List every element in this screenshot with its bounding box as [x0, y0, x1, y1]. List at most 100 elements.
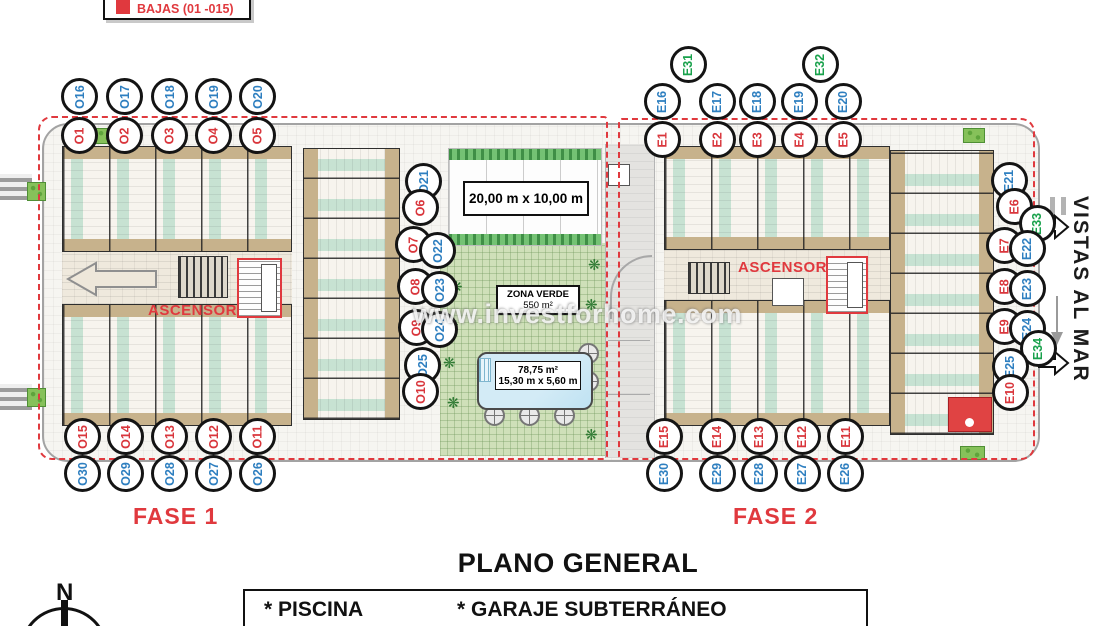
- unit-badge-o15: O15: [64, 418, 101, 455]
- unit-badge-o20: O20: [239, 78, 276, 115]
- pool-label-box: 78,75 m² 15,30 m x 5,60 m: [495, 361, 581, 390]
- bajas-color-swatch: [116, 0, 130, 14]
- unit-badge-o17: O17: [106, 78, 143, 115]
- unit-badge-o10: O10: [402, 373, 439, 410]
- unit-badge-o2: O2: [106, 117, 143, 154]
- pool-steps: [479, 358, 491, 382]
- plan-title: PLANO GENERAL: [457, 548, 699, 578]
- unit-badge-e22: E22: [1009, 230, 1046, 267]
- unit-badge-e2: E2: [699, 121, 736, 158]
- unit-badge-e3: E3: [739, 121, 776, 158]
- unit-badge-o23: O23: [421, 271, 458, 308]
- unit-badge-e20: E20: [825, 83, 862, 120]
- elevator-shaft: [847, 262, 863, 308]
- unit-badge-o12: O12: [195, 418, 232, 455]
- terrace-table-icon: [554, 405, 575, 426]
- terrace-table-icon: [519, 405, 540, 426]
- fase1-east-wing: [303, 148, 400, 420]
- down-arrow-icon: [1051, 296, 1063, 345]
- unit-badge-e19: E19: [781, 83, 818, 120]
- palm-tree-icon: ❋: [447, 395, 460, 412]
- bajas-legend-label: BAJAS (01 -015): [137, 2, 234, 16]
- fase1-north-building: [62, 146, 292, 252]
- unit-badge-o27: O27: [195, 455, 232, 492]
- compass-north-label: N: [56, 579, 74, 606]
- unit-badge-o1: O1: [61, 117, 98, 154]
- road-marking: [608, 394, 650, 395]
- unit-badge-o3: O3: [151, 117, 188, 154]
- palm-tree-icon: ❋: [443, 355, 456, 372]
- zona-verde-area-label: 550 m²: [523, 300, 553, 311]
- unit-badge-e30: E30: [646, 455, 683, 492]
- unit-badge-e17: E17: [699, 83, 736, 120]
- crosswalk-stripes: [0, 384, 32, 410]
- unit-badge-o26: O26: [239, 455, 276, 492]
- garage-ramp-arrow: [66, 261, 157, 297]
- unit-badge-o24: O24: [421, 311, 458, 348]
- unit-badge-e1: E1: [644, 121, 681, 158]
- unit-badge-e27: E27: [784, 455, 821, 492]
- technical-room-box: [948, 397, 992, 432]
- fase2-label: FASE 2: [733, 503, 819, 529]
- legend-bajas-box: BAJAS (01 -015): [103, 0, 251, 20]
- garage-stairs: [688, 262, 730, 294]
- legend-item-garaje: * GARAJE SUBTERRÁNEO: [457, 598, 727, 621]
- fase2-south-building: [664, 300, 890, 426]
- zona-verde-label-box: ZONA VERDE 550 m²: [496, 285, 580, 315]
- planter: [27, 182, 46, 201]
- unit-badge-e6: E6: [996, 188, 1033, 225]
- legend-item-piscina: * PISCINA: [264, 598, 364, 621]
- stair-core: [772, 278, 804, 306]
- crosswalk-stripes: [0, 174, 32, 200]
- palm-tree-icon: ❋: [585, 297, 598, 314]
- unit-badge-e11: E11: [827, 418, 864, 455]
- unit-badge-o13: O13: [151, 418, 188, 455]
- unit-badge-e26: E26: [827, 455, 864, 492]
- elevator-shaft: [261, 264, 277, 312]
- unit-badge-o22: O22: [419, 232, 456, 269]
- pool-area-label: 78,75 m²: [517, 364, 559, 376]
- unit-badge-o16: O16: [61, 78, 98, 115]
- court-green-strip: [449, 149, 601, 160]
- unit-badge-e14: E14: [699, 418, 736, 455]
- planter: [27, 388, 46, 407]
- zona-verde-title: ZONA VERDE: [507, 289, 569, 300]
- unit-badge-e18: E18: [739, 83, 776, 120]
- fase1-label: FASE 1: [133, 503, 219, 529]
- unit-badge-o14: O14: [107, 418, 144, 455]
- vistas-al-mar-label: VISTAS AL MAR: [1069, 196, 1092, 383]
- pool-dims-label: 15,30 m x 5,60 m: [498, 375, 578, 387]
- unit-badge-e29: E29: [699, 455, 736, 492]
- unit-badge-o6: O6: [402, 189, 439, 226]
- court-dimensions-box: 20,00 m x 10,00 m: [463, 181, 589, 216]
- unit-badge-o30: O30: [64, 455, 101, 492]
- planter: [963, 128, 985, 143]
- fase2-east-wing: [890, 150, 994, 435]
- amenities-legend-box: * PISCINA * GARAJE SUBTERRÁNEO: [243, 589, 868, 626]
- road-marking: [608, 340, 650, 341]
- unit-badge-o11: O11: [239, 418, 276, 455]
- unit-badge-o4: O4: [195, 117, 232, 154]
- fase2-north-building: [664, 146, 890, 250]
- unit-badge-e34: E34: [1020, 330, 1057, 367]
- fase1-ascensor-label: ASCENSOR: [148, 302, 238, 319]
- palm-tree-icon: ❋: [585, 427, 598, 444]
- unit-badge-o28: O28: [151, 455, 188, 492]
- palm-tree-icon: ❋: [588, 257, 601, 274]
- fase2-ascensor-label: ASCENSOR: [738, 259, 828, 276]
- compass-needle: [61, 600, 68, 626]
- unit-badge-e28: E28: [741, 455, 778, 492]
- unit-badge-e5: E5: [825, 121, 862, 158]
- unit-badge-e10: E10: [992, 374, 1029, 411]
- unit-badge-e23: E23: [1009, 270, 1046, 307]
- unit-badge-e15: E15: [646, 418, 683, 455]
- unit-badge-o5: O5: [239, 117, 276, 154]
- garage-stairs: [178, 256, 228, 298]
- unit-badge-e12: E12: [784, 418, 821, 455]
- fase1-south-building: [62, 304, 292, 426]
- parking-bars-icon: [1050, 197, 1068, 215]
- watermark: www.investforhome.com: [413, 299, 743, 329]
- planter: [960, 446, 985, 460]
- fase2-elevator-box: [826, 256, 868, 314]
